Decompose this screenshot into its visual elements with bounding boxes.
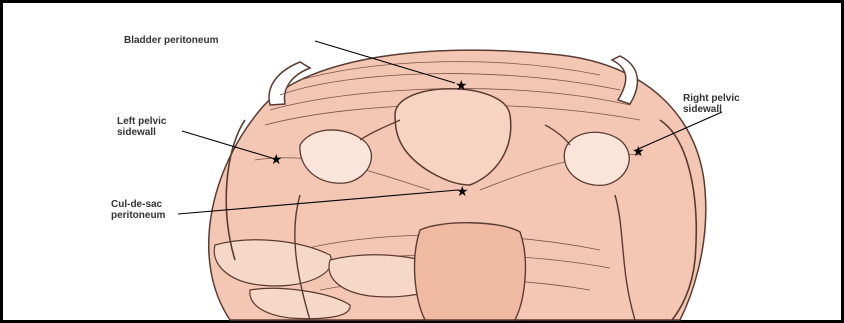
right-pelvic-sidewall-label-line1: Right pelvic [683,93,740,104]
bladder-marker: ★ [455,78,468,94]
culdesac-peritoneum-label-line2: peritoneum [111,210,165,221]
right-pelvic-sidewall-label-line2: sidewall [683,104,722,115]
culdesac-peritoneum-label-line1: Cul-de-sac [111,199,162,210]
rectum [415,223,526,320]
left-pelvic-sidewall-label-line1: Left pelvic [117,116,166,127]
left-sidewall-marker: ★ [270,152,283,168]
bladder-peritoneum-label: Bladder peritoneum [124,35,218,46]
right-sidewall-marker: ★ [632,144,645,160]
left-pelvic-sidewall-label-line2: sidewall [117,127,156,138]
culdesac-marker: ★ [456,184,469,200]
